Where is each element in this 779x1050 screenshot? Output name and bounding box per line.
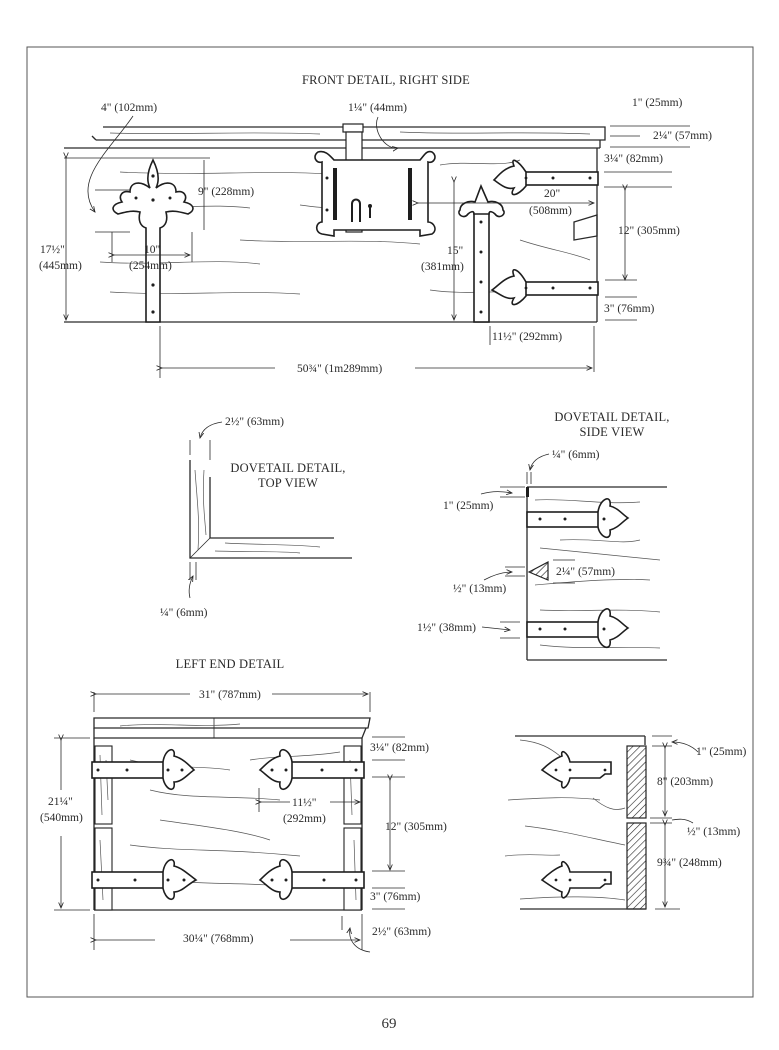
dim-side-inset: ¼" (6mm) bbox=[552, 449, 600, 461]
dovetail-top-title-2: TOP VIEW bbox=[258, 476, 318, 490]
dim-bottom-strap: 3" (76mm) bbox=[604, 303, 655, 315]
end-section-detail: 1" (25mm) 8" (203mm) ½" (13mm) 9¾" (248m… bbox=[504, 735, 747, 910]
dim-leg-width: 2½" (63mm) bbox=[372, 926, 431, 938]
dim-overall-length: 50¾" (1m289mm) bbox=[297, 363, 382, 375]
dim-lid-width: 31" (787mm) bbox=[199, 689, 261, 701]
dim-end-top-to-strap: 3¼" (82mm) bbox=[370, 742, 429, 754]
dim-escutcheon-width-mm: (254mm) bbox=[129, 260, 172, 272]
strap-hinge-icon bbox=[258, 749, 365, 790]
dim-escutcheon-height: 9" (228mm) bbox=[198, 186, 254, 198]
dim-end-height-mm: (540mm) bbox=[40, 812, 83, 824]
dim-upper-board: 8" (203mm) bbox=[657, 776, 713, 788]
dim-side-strap-offset: 1½" (38mm) bbox=[417, 622, 476, 634]
strap-hinge-icon bbox=[540, 750, 612, 789]
dim-end-strap-length-in: 11½" bbox=[292, 797, 316, 809]
dim-lid-thickness: 2¼" (57mm) bbox=[653, 130, 712, 142]
strap-hinge-icon bbox=[258, 859, 365, 900]
dim-vertical-strap-mm: (381mm) bbox=[421, 261, 464, 273]
dovetail-side-title-1: DOVETAIL DETAIL, bbox=[554, 410, 669, 424]
strap-hinge-icon bbox=[526, 498, 630, 539]
dim-escutcheon-width-in: 10" bbox=[144, 244, 160, 256]
left-end-detail: LEFT END DETAIL bbox=[40, 657, 447, 953]
dim-overall-height-in: 17½" bbox=[40, 244, 65, 256]
strap-hinge-icon bbox=[540, 860, 612, 899]
dim-end-strap-length-mm: (292mm) bbox=[283, 813, 326, 825]
dim-hinge-offset: 4" (102mm) bbox=[101, 102, 157, 114]
dim-end-height-in: 21¼" bbox=[48, 796, 73, 808]
dim-strap-length-in: 20" bbox=[544, 188, 560, 200]
dim-section-top-gap: 1" (25mm) bbox=[696, 746, 747, 758]
dim-strap-length-mm: (508mm) bbox=[529, 205, 572, 217]
vertical-strap-icon bbox=[458, 183, 505, 323]
left-end-title: LEFT END DETAIL bbox=[176, 657, 285, 671]
dim-top-to-strap: 3¼" (82mm) bbox=[604, 153, 663, 165]
dim-vertical-strap-in: 15" bbox=[447, 245, 463, 257]
dim-strap-spacing: 12" (305mm) bbox=[618, 225, 680, 237]
dim-lid-lip: 1" (25mm) bbox=[632, 97, 683, 109]
dim-end-bottom-strap: 3" (76mm) bbox=[370, 891, 421, 903]
dim-dovetail-size: 2¼" (57mm) bbox=[556, 566, 615, 578]
strap-hinge-icon bbox=[526, 608, 630, 649]
strap-hinge-icon bbox=[91, 859, 198, 900]
dim-dovetail-gap: ½" (13mm) bbox=[453, 583, 506, 595]
dim-top-inset: ¼" (6mm) bbox=[160, 607, 208, 619]
dovetail-side-view: DOVETAIL DETAIL, SIDE VIEW ¼" (6mm) bbox=[417, 410, 669, 661]
escutcheon-icon bbox=[112, 158, 194, 323]
dim-strap-offset: 11½" (292mm) bbox=[492, 331, 562, 343]
dovetail-top-title-1: DOVETAIL DETAIL, bbox=[230, 461, 345, 475]
page-number: 69 bbox=[382, 1016, 397, 1032]
dovetail-side-title-2: SIDE VIEW bbox=[579, 425, 644, 439]
strap-hinge-icon bbox=[490, 269, 599, 306]
page-border bbox=[26, 46, 754, 998]
dim-board-width: 2½" (63mm) bbox=[225, 416, 284, 428]
lock-plate-icon bbox=[314, 150, 436, 237]
front-detail-title: FRONT DETAIL, RIGHT SIDE bbox=[302, 73, 470, 87]
strap-hinge-icon bbox=[492, 159, 599, 196]
dim-lower-board: 9¾" (248mm) bbox=[657, 857, 722, 869]
dim-board-gap: ½" (13mm) bbox=[687, 826, 740, 838]
dim-post-width: 1¼" (44mm) bbox=[348, 102, 407, 114]
dim-side-top-gap: 1" (25mm) bbox=[443, 500, 494, 512]
dim-overall-height-mm: (445mm) bbox=[39, 260, 82, 272]
front-detail: FRONT DETAIL, RIGHT SIDE bbox=[39, 73, 712, 378]
dovetail-top-view: DOVETAIL DETAIL, TOP VIEW 2½" (63mm) ¼" … bbox=[160, 416, 352, 619]
strap-hinge-icon bbox=[91, 749, 196, 790]
dim-body-width: 30¼" (768mm) bbox=[183, 933, 254, 945]
dim-end-strap-spacing: 12" (305mm) bbox=[385, 821, 447, 833]
